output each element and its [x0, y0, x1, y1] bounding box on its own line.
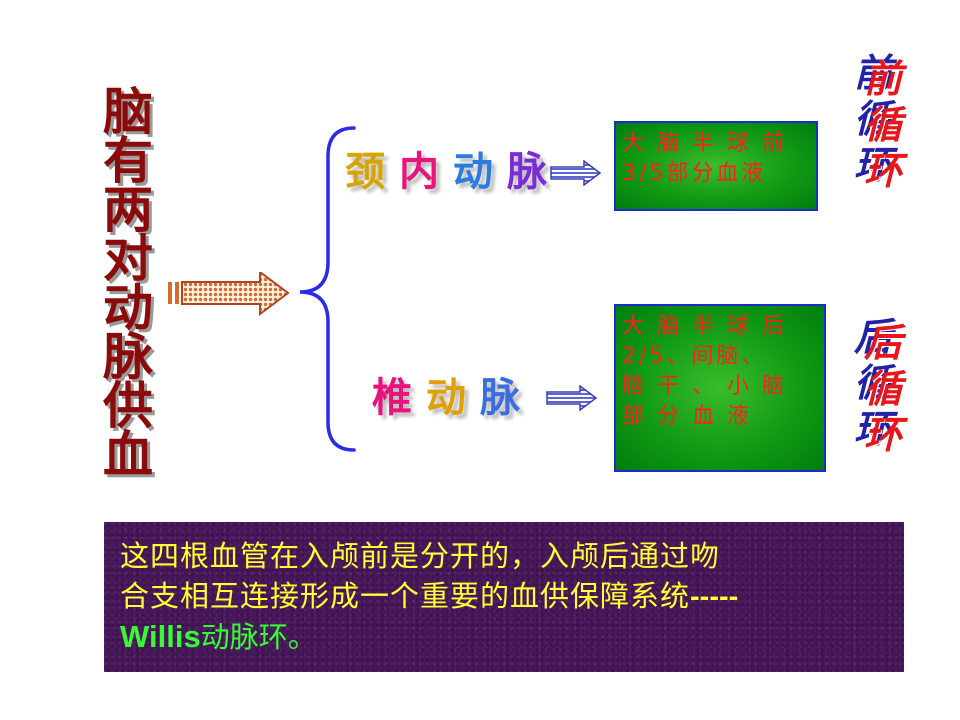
- label-char: 后: [854, 315, 893, 359]
- note-line-3: Willis动脉环。: [120, 617, 888, 657]
- label-char: 循: [864, 367, 903, 411]
- main-title: 脑 有 两 对 动 脉 供 血: [96, 83, 160, 484]
- internal-carotid-artery-label: 颈 内 动 脉: [345, 152, 547, 192]
- title-char: 供: [103, 377, 153, 435]
- title-char: 有: [103, 132, 153, 190]
- label-char: 环: [854, 407, 893, 451]
- title-char: 血: [103, 426, 153, 484]
- willis-note-box: 这四根血管在入颅前是分开的，入颅后通过吻 合支相互连接形成一个重要的血供保障系统…: [104, 522, 904, 672]
- label-char: 前: [864, 57, 903, 101]
- note-dashes: -----: [690, 581, 739, 613]
- box-line: 2/5、间脑、: [622, 344, 767, 369]
- title-char: 动: [103, 279, 153, 337]
- note-line-3-rest: 动脉环。: [200, 620, 317, 654]
- curly-brace: [299, 126, 356, 452]
- label-char: 后: [864, 321, 903, 365]
- label-char: 前: [854, 51, 893, 95]
- title-char: 脉: [103, 328, 153, 386]
- box-line: 脑 干 、 小 脑: [622, 374, 787, 399]
- box-line: 3/5部分血液: [622, 161, 767, 186]
- title-char: 脑: [103, 83, 153, 141]
- note-line-2: 合支相互连接形成一个重要的血供保障系统-----: [120, 576, 888, 617]
- artery-char: 椎: [372, 375, 412, 421]
- artery-char: 内: [399, 149, 439, 195]
- posterior-circulation-label: 后 循 环 后 循 环: [854, 315, 918, 460]
- vertebral-artery-label: 椎 动 脉: [372, 378, 520, 418]
- label-front-layer: 前 循 环: [864, 56, 902, 194]
- anterior-circulation-label: 前 循 环 前 循 环: [854, 51, 918, 196]
- label-char: 环: [854, 143, 893, 187]
- willis-term: Willis: [120, 619, 201, 654]
- note-line-1: 这四根血管在入颅前是分开的，入颅后通过吻: [120, 539, 721, 573]
- label-char: 循: [864, 103, 903, 147]
- artery-char: 动: [453, 149, 493, 195]
- anterior-supply-box: 大 脑 半 球 前 3/5部分血液: [614, 121, 818, 211]
- box-line: 大 脑 半 球 后: [622, 314, 787, 339]
- artery-char: 脉: [507, 149, 547, 195]
- label-char: 环: [864, 413, 903, 457]
- lower-arrow-icon: [546, 385, 598, 411]
- label-front-layer: 后 循 环: [864, 320, 902, 458]
- label-char: 循: [854, 361, 893, 405]
- box-line: 大 脑 半 球 前: [622, 131, 787, 156]
- title-char: 对: [103, 230, 153, 288]
- artery-char: 脉: [480, 375, 520, 421]
- main-arrow-icon: [168, 272, 290, 316]
- label-char: 循: [854, 97, 893, 141]
- artery-char: 动: [426, 375, 466, 421]
- artery-char: 颈: [345, 149, 385, 195]
- upper-arrow-icon: [550, 160, 602, 186]
- label-char: 环: [864, 149, 903, 193]
- label-shadow-layer: 前 循 环: [854, 50, 892, 188]
- label-shadow-layer: 后 循 环: [854, 314, 892, 452]
- box-line: 部 分 血 液: [622, 404, 752, 429]
- posterior-supply-box: 大 脑 半 球 后 2/5、间脑、 脑 干 、 小 脑 部 分 血 液: [614, 304, 826, 472]
- title-char: 两: [103, 181, 153, 239]
- note-line-2-text: 合支相互连接形成一个重要的血供保障系统: [120, 579, 691, 613]
